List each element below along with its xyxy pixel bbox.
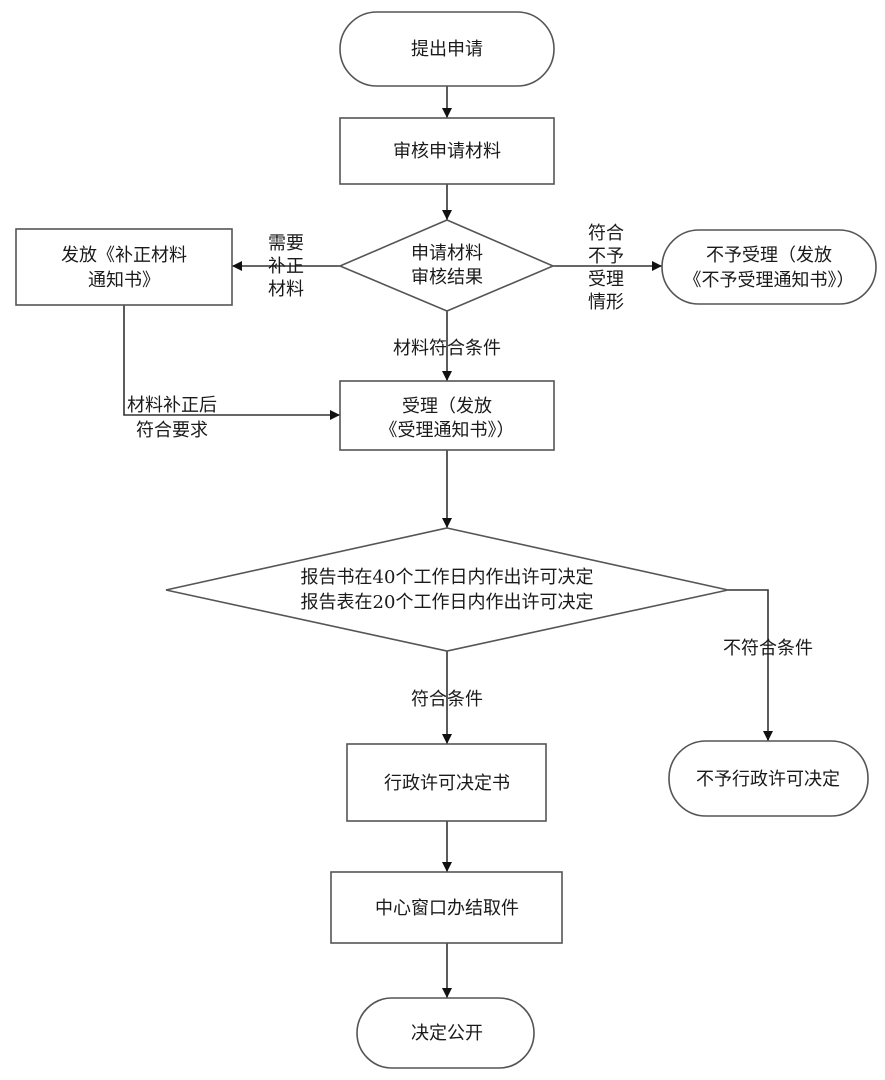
edge-label-line1: 符合 <box>588 223 624 244</box>
node-label-line1: 不予受理（发放 <box>706 245 832 266</box>
connectors <box>123 86 773 998</box>
process-shape <box>339 380 555 451</box>
edge-label-line4: 情形 <box>588 292 624 313</box>
edge-label-line1: 材料补正后 <box>127 395 217 416</box>
node-label-line1: 报告书在40个工作日内作出许可决定 <box>301 567 594 588</box>
node-review-result: 申请材料 审核结果 <box>337 219 556 312</box>
node-label: 行政许可决定书 <box>384 773 510 794</box>
terminator-shape <box>339 11 555 87</box>
edge-label-line2: 不予 <box>588 246 624 267</box>
arrow-decision-to-deny <box>728 589 773 741</box>
node-reject: 不予受理（发放 《不予受理通知书》） <box>661 229 877 305</box>
node-accept: 受理（发放 《受理通知书》） <box>339 380 555 451</box>
node-decision: 报告书在40个工作日内作出许可决定 报告表在20个工作日内作出许可决定 <box>165 527 729 652</box>
node-label-line2: 报告表在20个工作日内作出许可决定 <box>301 592 594 613</box>
node-submit: 提出申请 <box>339 11 555 87</box>
node-label-line1: 受理（发放 <box>402 396 492 417</box>
decision-shape <box>165 527 729 652</box>
edge-label-meets: 符合条件 <box>411 689 483 710</box>
decision-shape <box>337 219 556 312</box>
arrow-correction-to-accept <box>123 305 340 420</box>
process-shape <box>339 117 555 185</box>
node-pickup: 中心窗口办结取件 <box>330 871 563 944</box>
node-permit: 行政许可决定书 <box>346 743 547 822</box>
node-label-line2: 审核结果 <box>411 267 483 288</box>
node-issue-correction: 发放《补正材料 通知书》 <box>15 228 233 306</box>
terminator-shape <box>668 740 869 817</box>
edge-label-line3: 受理 <box>588 269 624 290</box>
edge-label-qualified: 材料符合条件 <box>393 338 501 359</box>
node-label-line1: 发放《补正材料 <box>61 245 187 266</box>
node-label: 决定公开 <box>411 1023 483 1044</box>
process-shape <box>15 228 233 306</box>
edge-label-line1: 需要 <box>268 233 304 254</box>
edge-label-needs-correction: 需要 补正 材料 <box>268 233 304 300</box>
node-label: 中心窗口办结取件 <box>375 898 519 919</box>
process-shape <box>330 871 563 944</box>
node-label: 不予行政许可决定 <box>696 769 840 790</box>
node-deny: 不予行政许可决定 <box>668 740 869 817</box>
node-label-line2: 《不予受理通知书》） <box>684 270 855 291</box>
node-publish: 决定公开 <box>356 997 535 1069</box>
edge-label-corrected: 材料补正后 符合要求 <box>127 395 217 441</box>
edge-label-line3: 材料 <box>268 279 304 300</box>
node-label: 提出申请 <box>411 39 483 60</box>
edge-label-line2: 补正 <box>268 256 304 277</box>
node-label-line2: 通知书》 <box>88 270 160 291</box>
edge-label-not-meets: 不符合条件 <box>723 638 813 659</box>
terminator-shape <box>356 997 535 1069</box>
process-shape <box>346 743 547 822</box>
terminator-shape <box>661 229 877 305</box>
node-review: 审核申请材料 <box>339 117 555 185</box>
node-label-line2: 《受理通知书》） <box>380 420 515 441</box>
edge-label-line2: 符合要求 <box>136 420 208 441</box>
node-label: 审核申请材料 <box>393 141 501 162</box>
node-label-line1: 申请材料 <box>411 243 483 264</box>
edge-label-not-accept: 符合 不予 受理 情形 <box>588 223 624 313</box>
